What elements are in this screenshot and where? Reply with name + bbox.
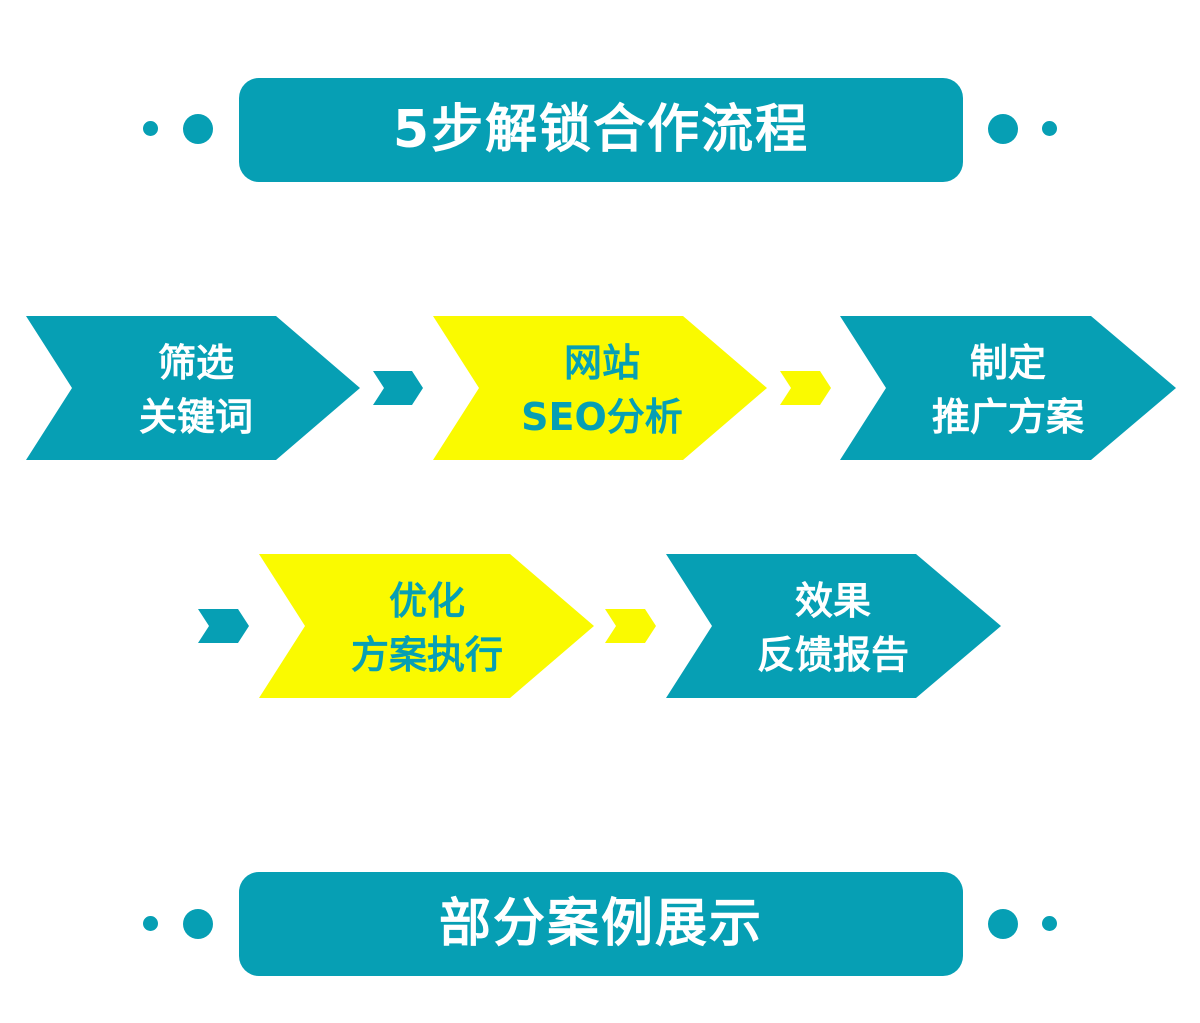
step-2-arrow-shape [433,316,767,460]
step-1-arrow-shape [26,316,360,460]
decor-dot-big-right-bottom [988,909,1018,939]
step-4-line-1: 优化 [389,579,465,623]
decor-dot-small-right-bottom [1042,916,1057,931]
decor-dot-big-left-bottom [183,909,213,939]
connector-chevron-1 [373,371,423,405]
step-2-line-2: SEO分析 [521,395,683,439]
step-4-line-2: 方案执行 [351,633,503,677]
step-2-line-1: 网站 [564,341,640,385]
step-3-line-1: 制定 [970,341,1046,385]
step-3-arrow-shape [840,316,1176,460]
step-5-line-2: 反馈报告 [757,633,909,677]
decor-dot-small-right-top [1042,121,1057,136]
cases-title: 部分案例展示 [438,894,763,954]
cases-title-banner: 部分案例展示 [239,872,963,976]
connector-chevron-3 [198,609,249,643]
step-5-line-1: 效果 [795,579,871,623]
decor-dot-big-left-top [183,114,213,144]
step-1-line-1: 筛选 [158,341,234,385]
decor-dot-small-left-top [143,121,158,136]
connector-chevron-2 [780,371,831,405]
step-1-line-2: 关键词 [139,395,253,439]
connector-chevron-4 [605,609,656,643]
decor-dot-big-right-top [988,114,1018,144]
step-5-arrow-shape [666,554,1001,698]
step-4-arrow-shape [259,554,594,698]
decor-dot-small-left-bottom [143,916,158,931]
process-title-banner: 5步解锁合作流程 [239,78,963,182]
step-3-line-2: 推广方案 [932,395,1085,439]
process-title: 5步解锁合作流程 [392,100,810,160]
